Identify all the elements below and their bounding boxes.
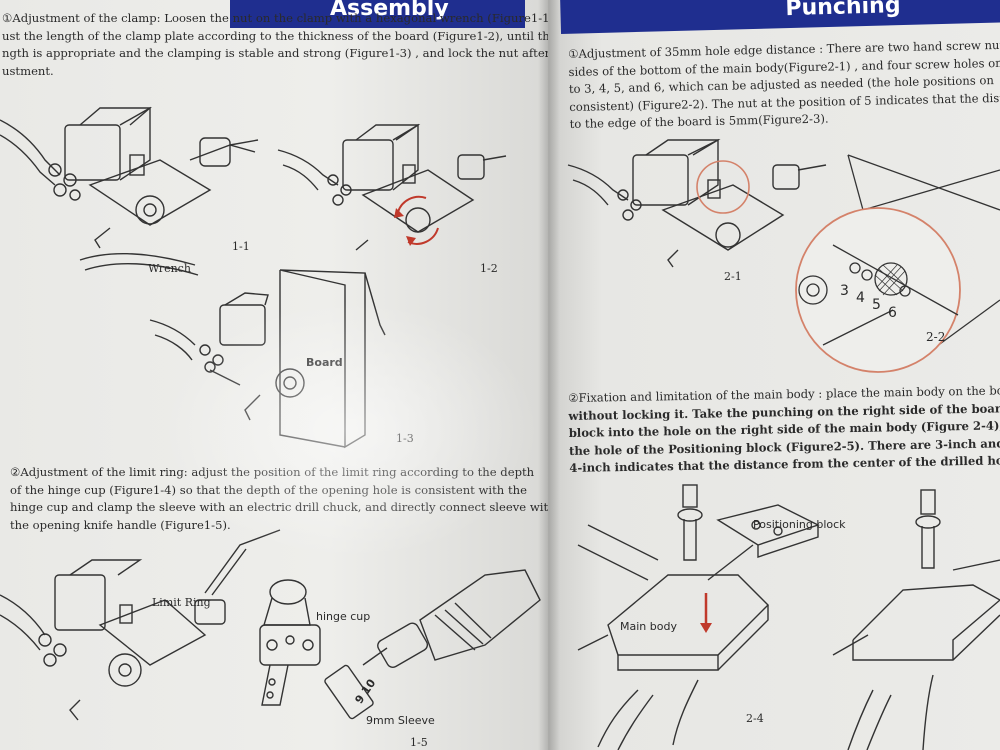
text-line: ②Adjustment of the limit ring: adjust th… bbox=[10, 465, 535, 479]
figure-1-4-limit-ring bbox=[0, 529, 281, 721]
text-line: ustment. bbox=[2, 63, 54, 78]
sleeve-label: 9mm Sleeve bbox=[366, 714, 435, 727]
figure-2-2-caption: 2-2 bbox=[926, 330, 946, 344]
hinge-cup-illustration bbox=[259, 579, 321, 706]
figure-2-4-caption: 2-4 bbox=[746, 712, 764, 725]
left-page-number: 1-5 bbox=[410, 736, 428, 749]
fixation-limitation-paragraph: ②Fixation and limitation of the main bod… bbox=[568, 380, 1000, 478]
wrench-label: Wrench bbox=[148, 262, 191, 275]
book-spine-shadow bbox=[538, 0, 560, 750]
punching-banner-title: Punching bbox=[785, 0, 901, 21]
limit-ring-paragraph: ②Adjustment of the limit ring: adjust th… bbox=[10, 464, 548, 534]
hinge-cup-label: hinge cup bbox=[316, 610, 371, 623]
sleeve-and-drill-illustration bbox=[324, 569, 541, 720]
figure-1-1-clamp-with-wrench bbox=[0, 106, 259, 276]
left-page: Assembly ①Adjustment of the clamp: Loose… bbox=[0, 0, 548, 750]
clamp-adjustment-paragraph: ①Adjustment of the clamp: Loosen the nut… bbox=[2, 10, 548, 80]
text-line: ngth is appropriate and the clamping is … bbox=[2, 46, 548, 60]
board-label: Board bbox=[306, 356, 343, 369]
main-body-label: Main body bbox=[620, 620, 677, 633]
figure-2-2-hole-positions bbox=[795, 207, 961, 373]
figure-1-1-caption: 1-1 bbox=[232, 240, 250, 253]
text-line: ust the length of the clamp plate accord… bbox=[2, 28, 548, 43]
right-page: Punching ①Adjustment of 35mm hole edge d… bbox=[548, 0, 1000, 750]
assembly-banner: Assembly bbox=[230, 0, 525, 28]
hole-number-6: 6 bbox=[888, 305, 897, 321]
hole-number-5: 5 bbox=[872, 297, 881, 313]
hole-number-3: 3 bbox=[840, 283, 849, 299]
positioning-block-label: Positioning block bbox=[753, 518, 846, 531]
assembly-banner-title: Assembly bbox=[330, 0, 449, 21]
figure-1-2-caption: 1-2 bbox=[480, 262, 498, 275]
text-line: of the hinge cup (Figure1-4) so that the… bbox=[10, 482, 527, 497]
punching-banner: Punching bbox=[560, 0, 1000, 34]
figure-2-5-positioning-pin bbox=[832, 489, 1000, 750]
text-line: ①Adjustment of the clamp: Loosen the nut… bbox=[2, 11, 548, 25]
figure-2-1-main-body bbox=[567, 138, 827, 268]
limit-ring-label: Limit Ring bbox=[152, 596, 211, 609]
figure-1-2-clamp-adjust bbox=[277, 123, 507, 251]
figure-1-3-clamp-on-board bbox=[149, 269, 386, 449]
hole-number-4: 4 bbox=[856, 290, 865, 306]
hole-edge-distance-paragraph: ①Adjustment of 35mm hole edge distance :… bbox=[568, 36, 1000, 133]
text-line: hinge cup and clamp the sleeve with an e… bbox=[10, 500, 548, 514]
figure-2-4-main-body-with-block bbox=[577, 484, 820, 750]
figure-1-3-caption: 1-3 bbox=[396, 432, 414, 445]
figure-2-1-caption: 2-1 bbox=[724, 270, 742, 283]
